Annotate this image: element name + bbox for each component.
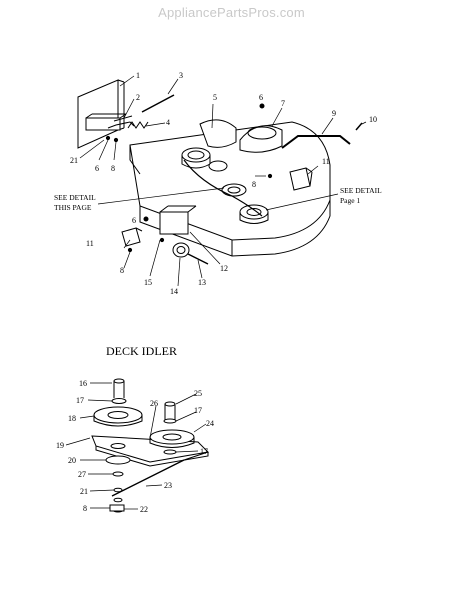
leader-lines-bottom (65, 382, 207, 510)
callout-3: 3 (179, 71, 183, 80)
callouts-bottom: 16 17 18 19 20 27 21 8 22 23 26 25 17 24… (56, 379, 214, 514)
callout-5: 5 (213, 93, 217, 102)
callout-14: 14 (170, 287, 178, 296)
callout-2: 2 (136, 93, 140, 102)
lift-rod (281, 135, 351, 149)
callout-4: 4 (166, 118, 170, 127)
deck-body (129, 121, 331, 257)
callout-19: 19 (56, 441, 64, 450)
callout-11-left: 11 (86, 239, 94, 248)
spring-hook (183, 451, 209, 461)
note-see-detail-this-page-2: THIS PAGE (54, 203, 92, 212)
callout-16: 16 (79, 379, 87, 388)
callout-15: 15 (144, 278, 152, 287)
pulley-small (149, 401, 195, 455)
callout-17-lower-right: 17 (200, 447, 208, 456)
spindle-left (181, 119, 237, 169)
watermark: AppliancePartsPros.com (158, 5, 305, 20)
rod (141, 94, 175, 113)
callout-26: 26 (150, 399, 158, 408)
front-drive (159, 205, 209, 265)
idler-center (208, 160, 247, 197)
callout-17-left: 17 (76, 396, 84, 405)
callout-22: 22 (140, 505, 148, 514)
idler-spring (111, 459, 185, 497)
note-see-detail-page1-1: SEE DETAIL (340, 186, 382, 195)
callout-6-top: 6 (259, 93, 263, 102)
callout-25: 25 (194, 389, 202, 398)
callout-7: 7 (281, 99, 285, 108)
callout-8: 8 (83, 504, 87, 513)
callout-17-upper-right: 17 (194, 406, 202, 415)
callouts-top: 1 2 3 4 5 6 7 9 10 11 21 6 8 8 6 11 8 15… (54, 71, 382, 296)
pin (355, 122, 363, 131)
callout-13: 13 (198, 278, 206, 287)
callout-21: 21 (80, 487, 88, 496)
note-see-detail-page1-2: Page 1 (340, 196, 360, 205)
linkage-bracket (107, 115, 149, 129)
nut-bolt (109, 504, 125, 513)
callout-18: 18 (68, 414, 76, 423)
callout-27: 27 (78, 470, 86, 479)
drive-belt (183, 159, 263, 217)
callout-8-center: 8 (252, 180, 256, 189)
callout-21-top: 21 (70, 156, 78, 165)
bracket-plate (77, 79, 127, 149)
callout-23: 23 (164, 481, 172, 490)
section-title: DECK IDLER (106, 344, 177, 358)
callout-10: 10 (369, 115, 377, 124)
note-see-detail-this-page-1: SEE DETAIL (54, 193, 96, 202)
callout-12: 12 (220, 264, 228, 273)
callout-11-right: 11 (322, 157, 330, 166)
idler-pulley-large (93, 406, 143, 427)
bracket-right (289, 167, 313, 191)
callout-6-lower: 6 (132, 216, 136, 225)
idler-bolt (111, 378, 127, 404)
callout-6-left: 6 (95, 164, 99, 173)
bracket-left (121, 227, 143, 247)
callout-24: 24 (206, 419, 214, 428)
callout-20: 20 (68, 456, 76, 465)
callout-8-left: 8 (111, 164, 115, 173)
leader-lines-top (79, 75, 367, 287)
callout-1: 1 (136, 71, 140, 80)
callout-8-lower: 8 (120, 266, 124, 275)
callout-9: 9 (332, 109, 336, 118)
